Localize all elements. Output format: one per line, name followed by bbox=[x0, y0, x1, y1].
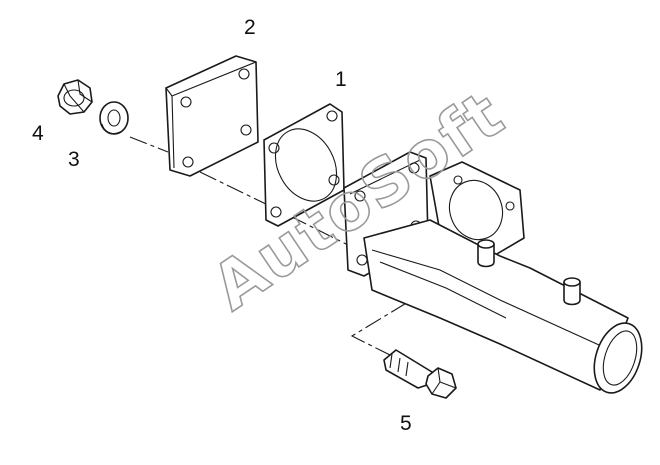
hex-bolt bbox=[383, 349, 457, 399]
exhaust-elbow-housing bbox=[343, 151, 643, 394]
blanking-plate bbox=[165, 55, 259, 177]
flat-washer bbox=[99, 101, 129, 135]
callout-part-3: 3 bbox=[68, 148, 80, 171]
hex-nut bbox=[57, 79, 93, 115]
callout-part-4: 4 bbox=[32, 122, 44, 145]
callout-part-2: 2 bbox=[244, 16, 256, 39]
callout-part-5: 5 bbox=[400, 412, 412, 435]
callout-part-1: 1 bbox=[335, 68, 347, 91]
